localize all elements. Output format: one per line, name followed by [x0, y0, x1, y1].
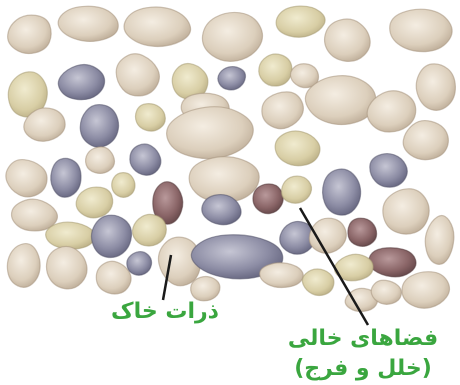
- soil-particle: [275, 131, 320, 166]
- soil-particle: [369, 248, 416, 277]
- soil-particle: [12, 199, 58, 231]
- soil-particle: [46, 222, 95, 249]
- soil-particle: [259, 54, 292, 86]
- particles-label: ذرات خاک: [111, 299, 219, 324]
- voids-label-line2: (خلل و فرج): [294, 356, 432, 381]
- soil-particles: [6, 6, 456, 311]
- soil-particle: [7, 244, 40, 288]
- soil-particle: [112, 173, 135, 198]
- soil-particle: [51, 158, 81, 197]
- soil-particle: [116, 54, 159, 96]
- soil-particle: [86, 147, 115, 174]
- soil-particle: [383, 189, 429, 234]
- soil-particle: [402, 272, 450, 309]
- soil-particle: [202, 12, 262, 61]
- soil-particle: [260, 263, 304, 288]
- soil-particle: [416, 64, 455, 111]
- soil-particle: [348, 218, 377, 246]
- soil-particle: [127, 252, 152, 276]
- soil-particle: [124, 7, 191, 47]
- soil-particle: [8, 15, 52, 53]
- soil-particle: [253, 184, 283, 214]
- soil-particle: [96, 261, 131, 294]
- soil-particle: [425, 215, 454, 264]
- soil-particle: [130, 144, 161, 175]
- soil-particle: [91, 215, 131, 257]
- soil-particle: [323, 169, 361, 215]
- soil-particle: [46, 246, 87, 288]
- soil-particle: [305, 76, 375, 125]
- soil-particle: [325, 19, 371, 61]
- soil-particle: [167, 107, 254, 159]
- soil-particle: [262, 92, 303, 129]
- voids-label-line1: فضاهای خالی: [288, 326, 438, 351]
- soil-particle: [132, 214, 166, 246]
- soil-particle: [282, 176, 312, 203]
- soil-particle: [403, 121, 448, 160]
- soil-particle: [218, 67, 246, 90]
- soil-particle: [76, 187, 113, 218]
- soil-particle: [135, 104, 165, 132]
- soil-particle: [191, 276, 220, 300]
- soil-particle: [80, 105, 118, 148]
- soil-particle: [58, 6, 118, 41]
- soil-particle: [302, 269, 334, 296]
- soil-particle: [58, 64, 104, 99]
- soil-particle: [6, 160, 47, 197]
- soil-particle: [390, 9, 452, 51]
- soil-particle: [371, 280, 401, 304]
- soil-particle: [370, 154, 408, 188]
- soil-particle: [276, 6, 325, 37]
